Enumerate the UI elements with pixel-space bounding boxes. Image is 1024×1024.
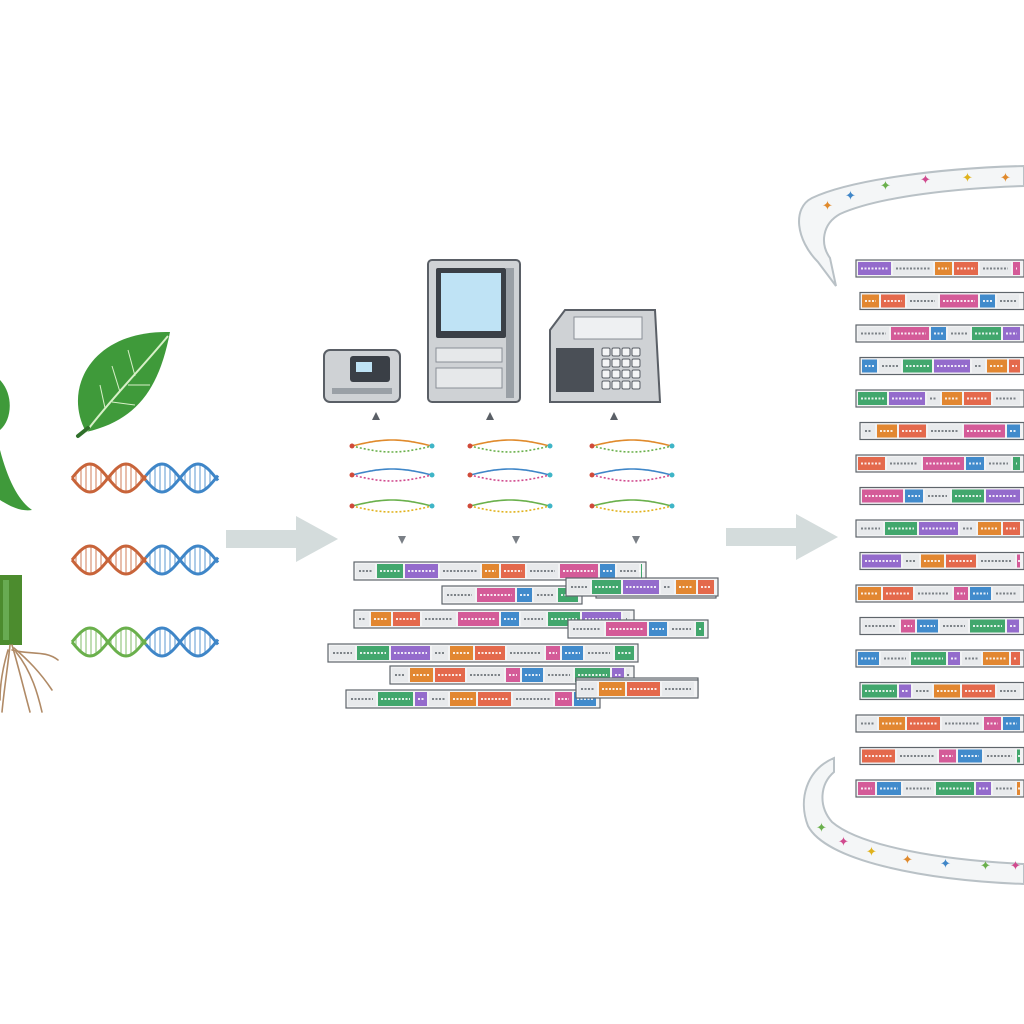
keypad-key — [631, 347, 641, 357]
keypad-key — [621, 380, 631, 390]
keypad-key — [621, 369, 631, 379]
dna-strand — [467, 439, 553, 453]
sequence-bar — [855, 649, 1024, 668]
sequence-bar — [567, 619, 709, 639]
sequence-bar — [859, 486, 1024, 506]
ribbon-glyph: ✦ — [940, 857, 951, 872]
flow-arrow-icon — [726, 514, 838, 560]
dna-strand — [467, 468, 553, 482]
ribbon-glyph: ✦ — [822, 199, 833, 214]
sequence-bar — [855, 324, 1024, 343]
ribbon-glyph: ✦ — [816, 821, 827, 836]
leaf-icon — [76, 331, 170, 438]
dna-helix-icon — [70, 462, 220, 494]
dna-strand-group — [349, 439, 675, 513]
sequence-bar — [859, 616, 1024, 636]
keypad-key — [631, 369, 641, 379]
ribbon-glyph: ✦ — [880, 179, 891, 194]
keypad-key — [621, 347, 631, 357]
sequence-bar — [565, 577, 719, 597]
source-stage — [0, 331, 220, 713]
sequence-bar — [345, 689, 601, 709]
ribbon-glyph: ✦ — [1000, 171, 1011, 186]
up-arrow-icon — [372, 412, 380, 420]
database-cylinder-icon: ✦ ✦ ✦ ✦ ✦ ✦ ✦ ✦ ✦ ✦ ✦ ✦ ✦ — [798, 164, 1024, 886]
ribbon-glyph: ✦ — [920, 173, 931, 188]
sequence-bar — [353, 609, 635, 629]
keypad-key — [601, 347, 611, 357]
sequence-bar — [859, 291, 1024, 311]
sequence-bar — [855, 454, 1024, 473]
plant-icon — [0, 380, 59, 713]
sequencer-machine-icon — [427, 259, 521, 403]
dna-strand — [349, 439, 435, 453]
sequence-bar — [389, 665, 635, 685]
dna-helix-icon — [70, 626, 220, 658]
ribbon-glyph: ✦ — [1010, 859, 1021, 874]
keypad-key — [611, 347, 621, 357]
dna-strand — [589, 468, 675, 482]
ribbon-glyphs: ✦ ✦ ✦ ✦ ✦ ✦ ✦ — [816, 821, 1021, 874]
sequence-bar — [855, 779, 1024, 798]
sequence-bar — [855, 714, 1024, 733]
bottom-ribbon — [802, 756, 1024, 886]
sequence-bar — [353, 561, 647, 581]
flow-arrow-icon — [226, 516, 338, 562]
sequence-bar — [859, 356, 1024, 376]
assembly-stage: ✦ ✦ ✦ ✦ ✦ ✦ ✦ ✦ ✦ ✦ ✦ ✦ ✦ — [798, 164, 1024, 886]
ribbon-glyph: ✦ — [866, 845, 877, 860]
sequencer-machine-icon — [549, 309, 662, 403]
keypad-key — [601, 358, 611, 368]
assembled-sequence-rows — [855, 259, 1024, 798]
down-arrow-icon — [632, 536, 640, 544]
top-ribbon — [798, 164, 1024, 287]
plant-leaf-side — [0, 450, 32, 511]
keypad-key — [601, 369, 611, 379]
plant-stem-highlight — [3, 580, 9, 640]
keypad-key — [621, 358, 631, 368]
sequence-bar — [575, 679, 699, 699]
ribbon-glyphs: ✦ ✦ ✦ ✦ ✦ ✦ — [822, 171, 1011, 214]
keypad-key — [611, 358, 621, 368]
dna-strand — [589, 439, 675, 453]
ribbon-glyph: ✦ — [980, 859, 991, 874]
dna-helix-icon — [70, 544, 220, 576]
ribbon-glyph: ✦ — [845, 189, 856, 204]
ribbon-glyph: ✦ — [838, 835, 849, 850]
dna-helix-group — [70, 462, 220, 658]
keypad — [601, 347, 641, 390]
sequence-bar — [859, 681, 1024, 701]
down-arrow-icon — [512, 536, 520, 544]
sequence-bar — [859, 421, 1024, 441]
sequence-bar — [855, 519, 1024, 538]
dna-strand — [467, 499, 553, 513]
sequence-bar — [859, 746, 1024, 766]
down-arrow-icon — [398, 536, 406, 544]
sequencer-machine-icon — [323, 349, 401, 403]
keypad-key — [611, 380, 621, 390]
keypad-key — [611, 369, 621, 379]
keypad-key — [631, 380, 641, 390]
plant-roots — [0, 644, 59, 713]
sequence-bar — [441, 585, 583, 605]
sequencing-stage — [323, 259, 719, 709]
up-arrow-icon — [486, 412, 494, 420]
ribbon-glyph: ✦ — [962, 171, 973, 186]
up-arrow-icon — [610, 412, 618, 420]
sequence-bar — [859, 551, 1024, 571]
sequence-bar — [855, 584, 1024, 603]
keypad-key — [601, 380, 611, 390]
dna-strand — [349, 499, 435, 513]
sequence-bar — [855, 389, 1024, 408]
sequence-bar — [855, 259, 1024, 278]
ribbon-glyph: ✦ — [902, 853, 913, 868]
sequence-bar — [327, 643, 639, 663]
sequence-reads — [327, 561, 719, 709]
keypad-key — [631, 358, 641, 368]
dna-strand — [589, 499, 675, 513]
plant-leaf-top — [0, 380, 10, 430]
dna-strand — [349, 468, 435, 482]
